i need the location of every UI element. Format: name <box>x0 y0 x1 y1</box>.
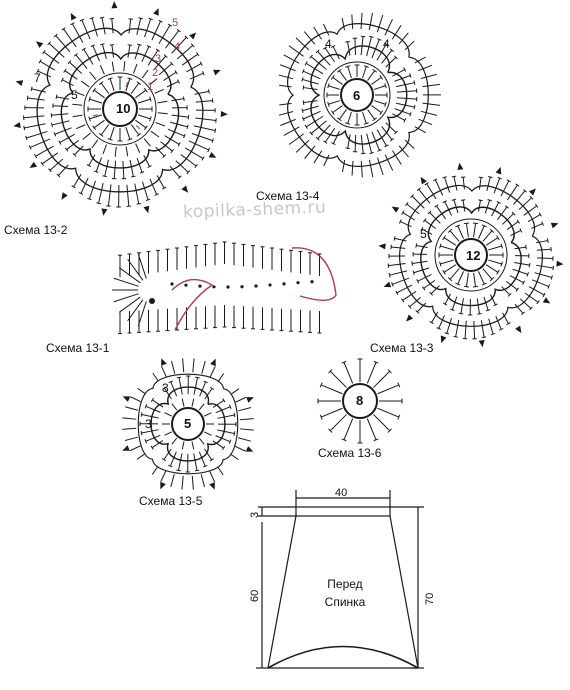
garment-total-height-label: 70 <box>424 592 436 605</box>
scheme-13-6-title: Схема 13-6 <box>318 446 382 460</box>
garment-band-height-label: 3 <box>249 511 261 518</box>
scheme-13-4-motif <box>278 12 442 178</box>
scheme-13-5-top-round: 3 <box>162 381 169 395</box>
scheme-13-2-round-3: 3 <box>155 53 162 65</box>
garment-back-label: Спинка <box>324 595 366 609</box>
scheme-13-2-center-number: 10 <box>116 101 131 116</box>
garment-schematic <box>256 490 424 669</box>
scheme-13-2-left-round-7: 7 <box>34 71 41 85</box>
scheme-13-5-left-round: 3 <box>145 417 152 431</box>
scheme-13-2-round-1: 1 <box>147 81 154 93</box>
scheme-13-5-title: Схема 13-5 <box>139 494 203 508</box>
scheme-13-3-title: Схема 13-3 <box>370 341 434 355</box>
scheme-13-2-round-5: 5 <box>172 17 179 29</box>
scheme-13-4-left-round: 4 <box>325 37 332 51</box>
scheme-13-2-round-4: 4 <box>174 41 181 53</box>
scheme-13-4-title: Схема 13-4 <box>256 189 320 203</box>
scheme-13-5-center-number: 5 <box>184 416 192 431</box>
scheme-13-3-center-number: 12 <box>466 248 481 263</box>
scheme-13-2-round-2: 2 <box>152 67 159 79</box>
garment-front-label: Перед <box>327 577 363 591</box>
skirt-outline <box>267 515 419 669</box>
scheme-13-3-motif <box>378 162 564 348</box>
scheme-13-2-title: Схема 13-2 <box>4 223 68 237</box>
scheme-13-1-title: Схема 13-1 <box>46 341 110 355</box>
scheme-13-1-motif <box>112 241 337 335</box>
garment-body-height-label: 60 <box>249 589 261 602</box>
garment-width-label: 40 <box>335 487 348 499</box>
scheme-13-6-center-number: 8 <box>356 393 364 408</box>
scheme-13-2-motif <box>13 1 228 216</box>
scheme-13-2-left-round-5: 5 <box>71 88 78 102</box>
scheme-13-4-right-round: 4 <box>383 37 390 51</box>
scheme-13-4-center-number: 6 <box>353 88 361 103</box>
hem-curve <box>267 645 419 669</box>
scheme-13-3-left-round: 5 <box>420 227 427 241</box>
waistband <box>295 506 391 517</box>
scheme-13-5-motif <box>122 358 254 490</box>
scheme-13-6-motif <box>317 358 403 444</box>
